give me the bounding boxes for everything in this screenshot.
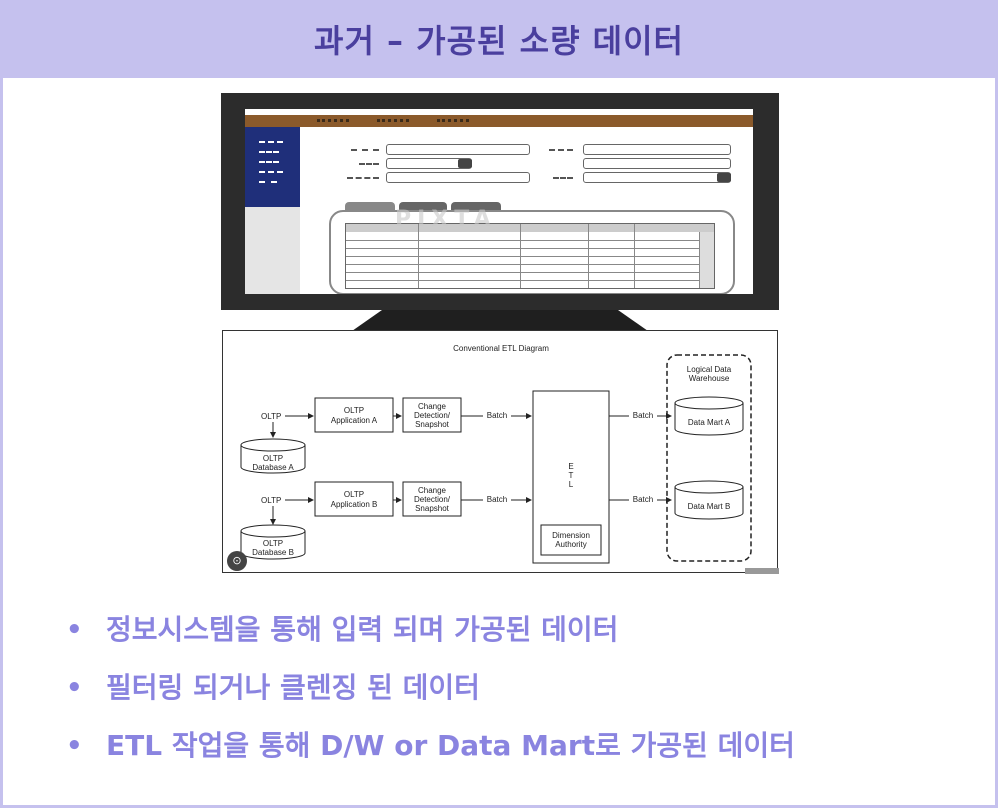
form-label (549, 149, 573, 151)
watermark: PIXTA (395, 207, 497, 232)
cd-a-line2: Detection/ (414, 411, 451, 420)
bottom-border (0, 805, 998, 808)
form-field (386, 144, 530, 155)
grid-scrollbar (699, 232, 714, 288)
logo-mark (745, 568, 779, 574)
form-field (386, 172, 530, 183)
ldw-line2: Warehouse (689, 374, 730, 383)
cd-b-box (402, 481, 462, 517)
screen-tab (399, 202, 447, 212)
dimension-line2: Authority (555, 540, 587, 549)
form-field (583, 158, 731, 169)
cd-b-line2: Detection/ (414, 495, 451, 504)
title-band: 과거 – 가공된 소량 데이터 (0, 0, 998, 78)
form-label (553, 177, 573, 179)
dropdown-icon (458, 159, 472, 168)
bullet-text: 필터링 되거나 클렌징 된 데이터 (106, 671, 480, 704)
form-label (359, 163, 379, 165)
sidebar-placeholder (259, 151, 279, 153)
bullet-item: • 정보시스템을 통해 입력 되며 가공된 데이터 (66, 610, 795, 668)
header-placeholder (317, 119, 349, 126)
monitor-illustration: PIXTA (221, 93, 779, 331)
app-a-line2: Application A (331, 416, 378, 425)
slide-title: 과거 – 가공된 소량 데이터 (314, 22, 684, 60)
grid-col-line (588, 224, 589, 288)
monitor-stand (352, 310, 648, 331)
form-label (347, 177, 379, 179)
screen-tab (451, 202, 501, 212)
etl-diagram-svg: Conventional ETL Diagram OLTP OLTP Appli… (240, 344, 752, 564)
etl-letter-l: L (569, 480, 574, 489)
grid-row-line (346, 264, 700, 265)
cd-a-box (402, 397, 462, 433)
grid-row-line (346, 240, 700, 241)
sidebar-placeholder (259, 161, 279, 163)
ldw-line1: Logical Data (687, 365, 732, 374)
etl-title: Conventional ETL Diagram (453, 344, 549, 353)
data-grid (345, 223, 715, 289)
monitor-bezel: PIXTA (221, 93, 779, 310)
mart-a-label: Data Mart A (688, 418, 731, 427)
bullet-item: • ETL 작업을 통해 D/W or Data Mart로 가공된 데이터 (66, 726, 795, 784)
cd-b-line1: Change (418, 486, 447, 495)
left-border (0, 78, 3, 808)
bullet-dot-icon: • (66, 731, 83, 761)
app-b-line2: Application B (331, 500, 378, 509)
app-header-bar (245, 115, 753, 127)
batch-b-out: Batch (633, 495, 653, 504)
app-sidebar-lower (245, 207, 300, 294)
dimension-line1: Dimension (552, 531, 590, 540)
batch-a-out: Batch (633, 411, 653, 420)
sidebar-placeholder (259, 141, 283, 143)
logical-dw-group (666, 354, 752, 562)
sidebar-placeholder (259, 181, 277, 183)
app-b-line1: OLTP (344, 490, 364, 499)
grid-row-line (346, 272, 700, 273)
cd-b-line3: Snapshot (415, 504, 450, 513)
app-a-line1: OLTP (344, 406, 364, 415)
mart-b-label: Data Mart B (688, 502, 731, 511)
grid-col-line (418, 224, 419, 288)
grid-col-line (520, 224, 521, 288)
grid-row-line (346, 280, 700, 281)
lens-icon[interactable]: ⊙ (227, 551, 247, 571)
batch-b-in: Batch (487, 495, 507, 504)
bullet-text: 정보시스템을 통해 입력 되며 가공된 데이터 (106, 613, 619, 646)
dropdown-icon (717, 173, 731, 182)
batch-a-in: Batch (487, 411, 507, 420)
monitor-screen: PIXTA (245, 109, 753, 294)
screen-tab (345, 202, 395, 212)
bullet-dot-icon: • (66, 615, 83, 645)
grid-header (346, 224, 714, 232)
bullet-list: • 정보시스템을 통해 입력 되며 가공된 데이터 • 필터링 되거나 클렌징 된 … (66, 610, 795, 784)
etl-diagram: Conventional ETL Diagram OLTP OLTP Appli… (222, 330, 778, 573)
app-a-box (314, 397, 394, 433)
form-field (583, 144, 731, 155)
bullet-item: • 필터링 되거나 클렌징 된 데이터 (66, 668, 795, 726)
app-sidebar (245, 127, 300, 207)
etl-letter-e: E (568, 462, 573, 471)
db-a-line2: Database A (252, 463, 294, 472)
right-border (995, 78, 998, 808)
app-b-box (314, 481, 394, 517)
bullet-dot-icon: • (66, 673, 83, 703)
dimension-box (540, 524, 602, 556)
oltp-b-label: OLTP (261, 496, 281, 505)
grid-row-line (346, 256, 700, 257)
db-b-line2: Database B (252, 548, 294, 557)
db-b-line1: OLTP (263, 539, 283, 548)
grid-col-line (634, 224, 635, 288)
sidebar-placeholder (259, 171, 283, 173)
db-a-line1: OLTP (263, 454, 283, 463)
grid-row-line (346, 248, 700, 249)
header-placeholder (437, 119, 469, 126)
form-label (351, 149, 379, 151)
bullet-text: ETL 작업을 통해 D/W or Data Mart로 가공된 데이터 (106, 729, 795, 762)
header-placeholder (377, 119, 409, 126)
form-field (583, 172, 731, 183)
cd-a-line1: Change (418, 402, 447, 411)
cd-a-line3: Snapshot (415, 420, 450, 429)
etl-letter-t: T (569, 471, 574, 480)
oltp-a-label: OLTP (261, 412, 281, 421)
